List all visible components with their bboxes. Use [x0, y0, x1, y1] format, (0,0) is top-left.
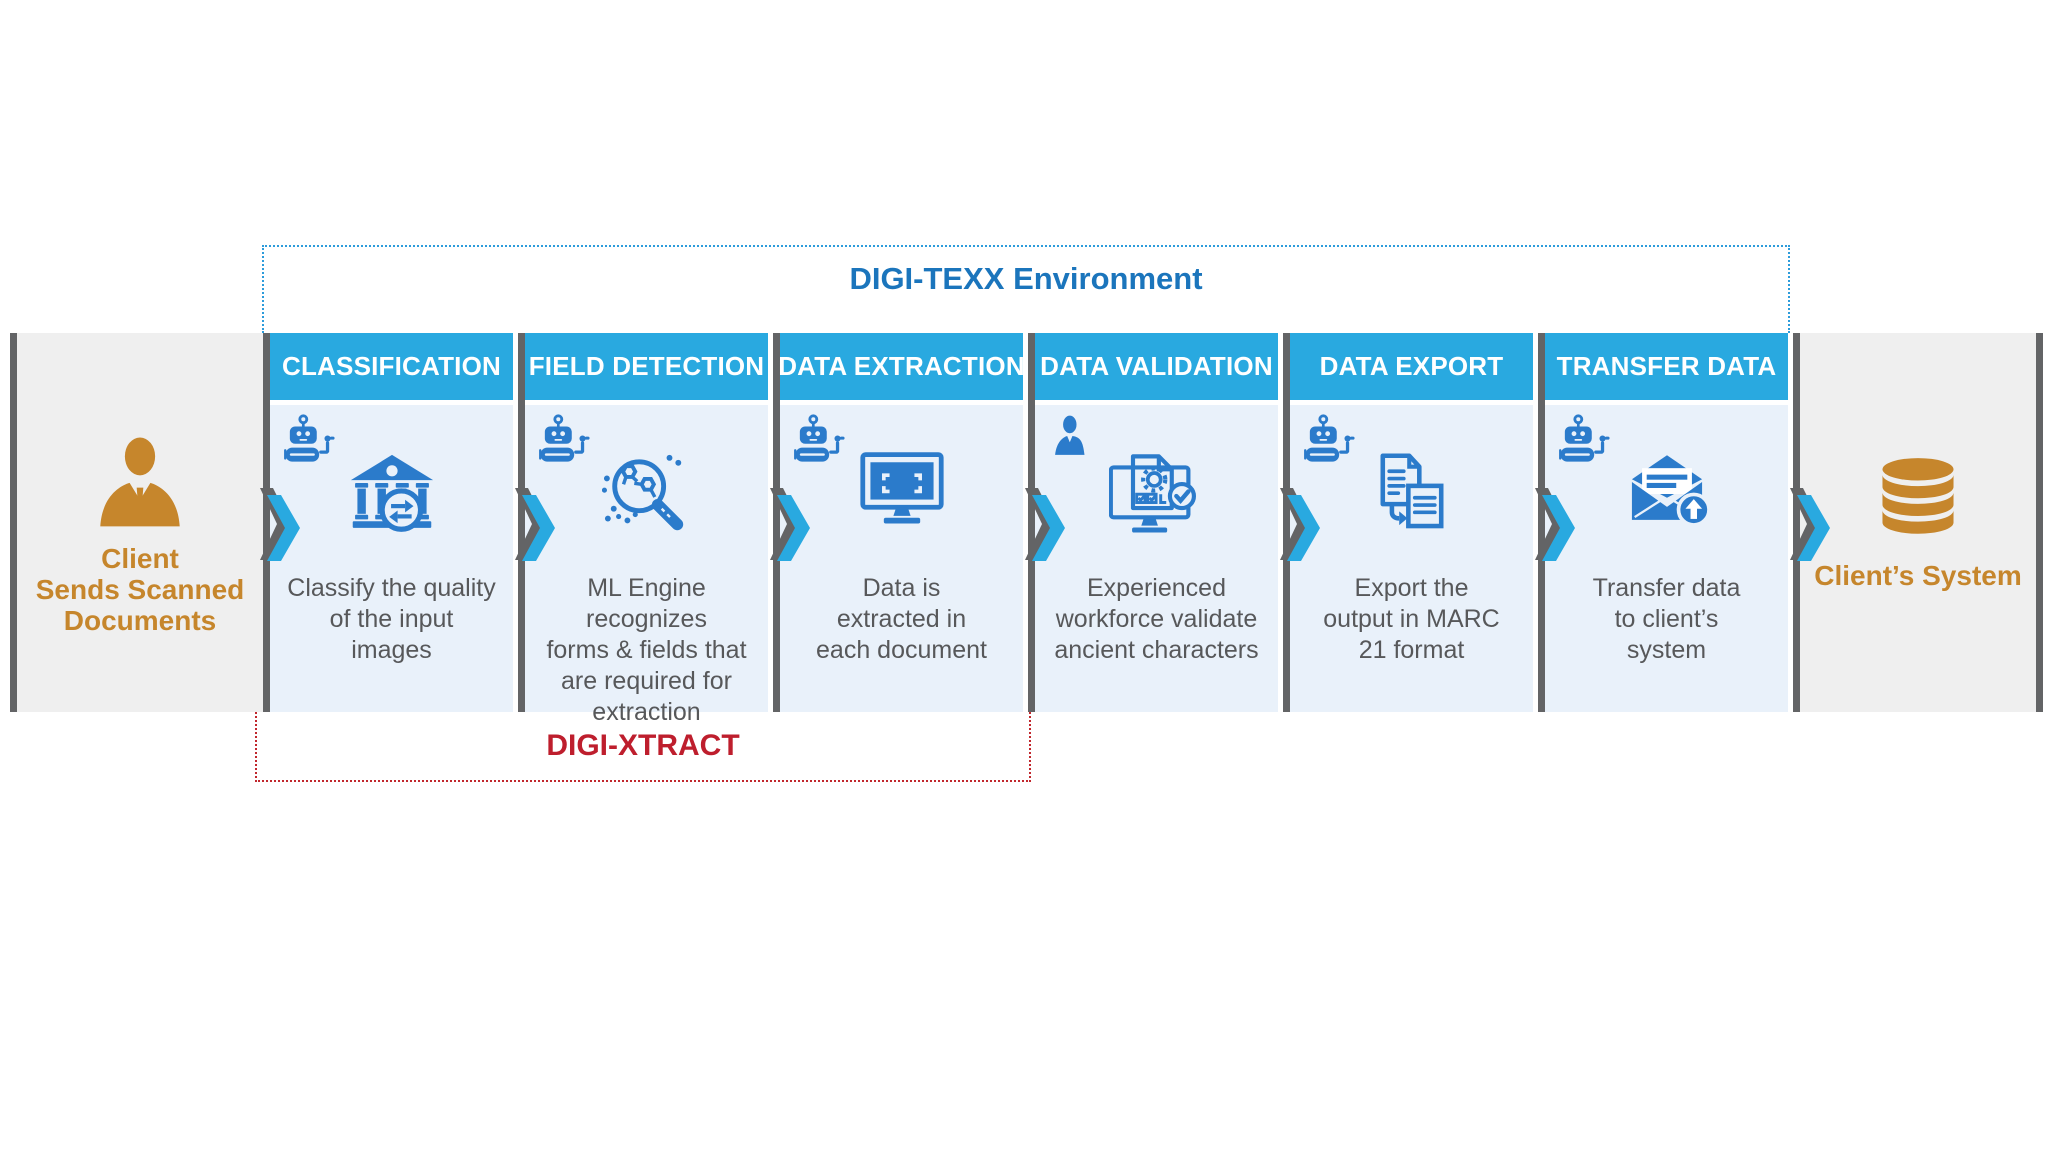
flow-arrow-icon: [770, 482, 816, 566]
robot-icon: [1559, 414, 1613, 464]
stage-body: ML Engine recognizes forms & fields that…: [525, 405, 768, 726]
stage-description: Transfer data to client’s system: [1592, 574, 1741, 664]
robot-icon: [794, 414, 848, 464]
flow-arrow-icon: [515, 482, 561, 566]
flow-arrow-icon: [1535, 482, 1581, 566]
stage-header: DATA VALIDATION: [1035, 333, 1278, 400]
stage-column-field-detection: FIELD DETECTION ML Engine recognizes for…: [525, 333, 768, 726]
divider-bar: [518, 333, 525, 712]
robot-icon: [1304, 414, 1358, 464]
stage-description: Export the output in MARC 21 format: [1323, 574, 1500, 664]
stage-header: DATA EXPORT: [1290, 333, 1533, 400]
bank-classification-icon: [350, 454, 433, 532]
stage-title: DATA EXTRACTION: [778, 351, 1025, 381]
divider-bar: [1793, 333, 1800, 712]
divider-bar: [1538, 333, 1545, 712]
flow-arrow-icon: [1280, 482, 1326, 566]
stage-title: DATA VALIDATION: [1040, 351, 1273, 381]
flow-arrow-icon: [1025, 482, 1071, 566]
divider-bar: [2036, 333, 2043, 712]
digi-texx-environment-box: DIGI-TEXX Environment: [262, 245, 1790, 333]
xtract-title: DIGI-XTRACT: [546, 729, 740, 762]
person-icon: [1053, 415, 1095, 457]
envelope-transfer-icon: [1631, 455, 1711, 527]
stage-header: FIELD DETECTION: [525, 333, 768, 400]
database-icon: [1882, 458, 1954, 534]
stage-description: Data is extracted in each document: [816, 574, 987, 664]
stage-header: CLASSIFICATION: [270, 333, 513, 400]
documents-export-icon: [1380, 453, 1443, 529]
flow-arrow-icon: [260, 482, 306, 566]
client-person-icon: [100, 437, 180, 527]
client-system-label: Client’s System: [1814, 560, 2022, 591]
divider-bar: [1028, 333, 1035, 712]
stage-title: FIELD DETECTION: [528, 351, 765, 381]
stage-column-data-extraction: DATA EXTRACTION Data is extracted in eac…: [778, 333, 1025, 712]
stage-body: Classify the quality of the input images: [270, 405, 513, 712]
client-source-panel: Client Sends Scanned Documents: [17, 333, 263, 712]
stage-body: Experienced workforce validate ancient c…: [1035, 405, 1278, 712]
stage-column-data-validation: DATA VALIDATION: [1035, 333, 1278, 712]
stage-title: TRANSFER DATA: [1556, 351, 1777, 381]
stage-description: ML Engine recognizes forms & fields that…: [546, 574, 747, 726]
stage-header: TRANSFER DATA: [1545, 333, 1788, 400]
stage-body: Export the output in MARC 21 format: [1290, 405, 1533, 712]
stage-header: DATA EXTRACTION: [778, 333, 1025, 400]
robot-icon: [539, 414, 593, 464]
divider-bar: [773, 333, 780, 712]
stage-description: Experienced workforce validate ancient c…: [1054, 574, 1259, 664]
stage-title: DATA EXPORT: [1319, 351, 1504, 381]
flow-arrow-icon: [1790, 482, 1836, 566]
digi-xtract-box: DIGI-XTRACT: [255, 712, 1031, 782]
divider-bar: [1283, 333, 1290, 712]
ml-magnifier-icon: [601, 454, 683, 531]
stage-body: Data is extracted in each document: [780, 405, 1023, 712]
stage-column-classification: CLASSIFICATION Classify the: [270, 333, 513, 712]
client-system-panel: Client’s System: [1800, 333, 2036, 712]
divider-bar: [263, 333, 270, 712]
divider-bar: [10, 333, 17, 712]
stage-title: CLASSIFICATION: [282, 351, 501, 381]
robot-icon: [284, 414, 338, 464]
stage-column-data-export: DATA EXPORT Export the output in MARC 21…: [1290, 333, 1533, 712]
monitor-extract-icon: [859, 452, 944, 524]
monitor-validation-icon: [1108, 454, 1196, 533]
stage-column-transfer-data: TRANSFER DATA Transfer data to client’s …: [1545, 333, 1788, 712]
client-source-label: Client Sends Scanned Documents: [35, 543, 245, 636]
stage-description: Classify the quality of the input images: [287, 574, 496, 664]
stage-body: Transfer data to client’s system: [1545, 405, 1788, 712]
environment-title: DIGI-TEXX Environment: [849, 261, 1203, 296]
